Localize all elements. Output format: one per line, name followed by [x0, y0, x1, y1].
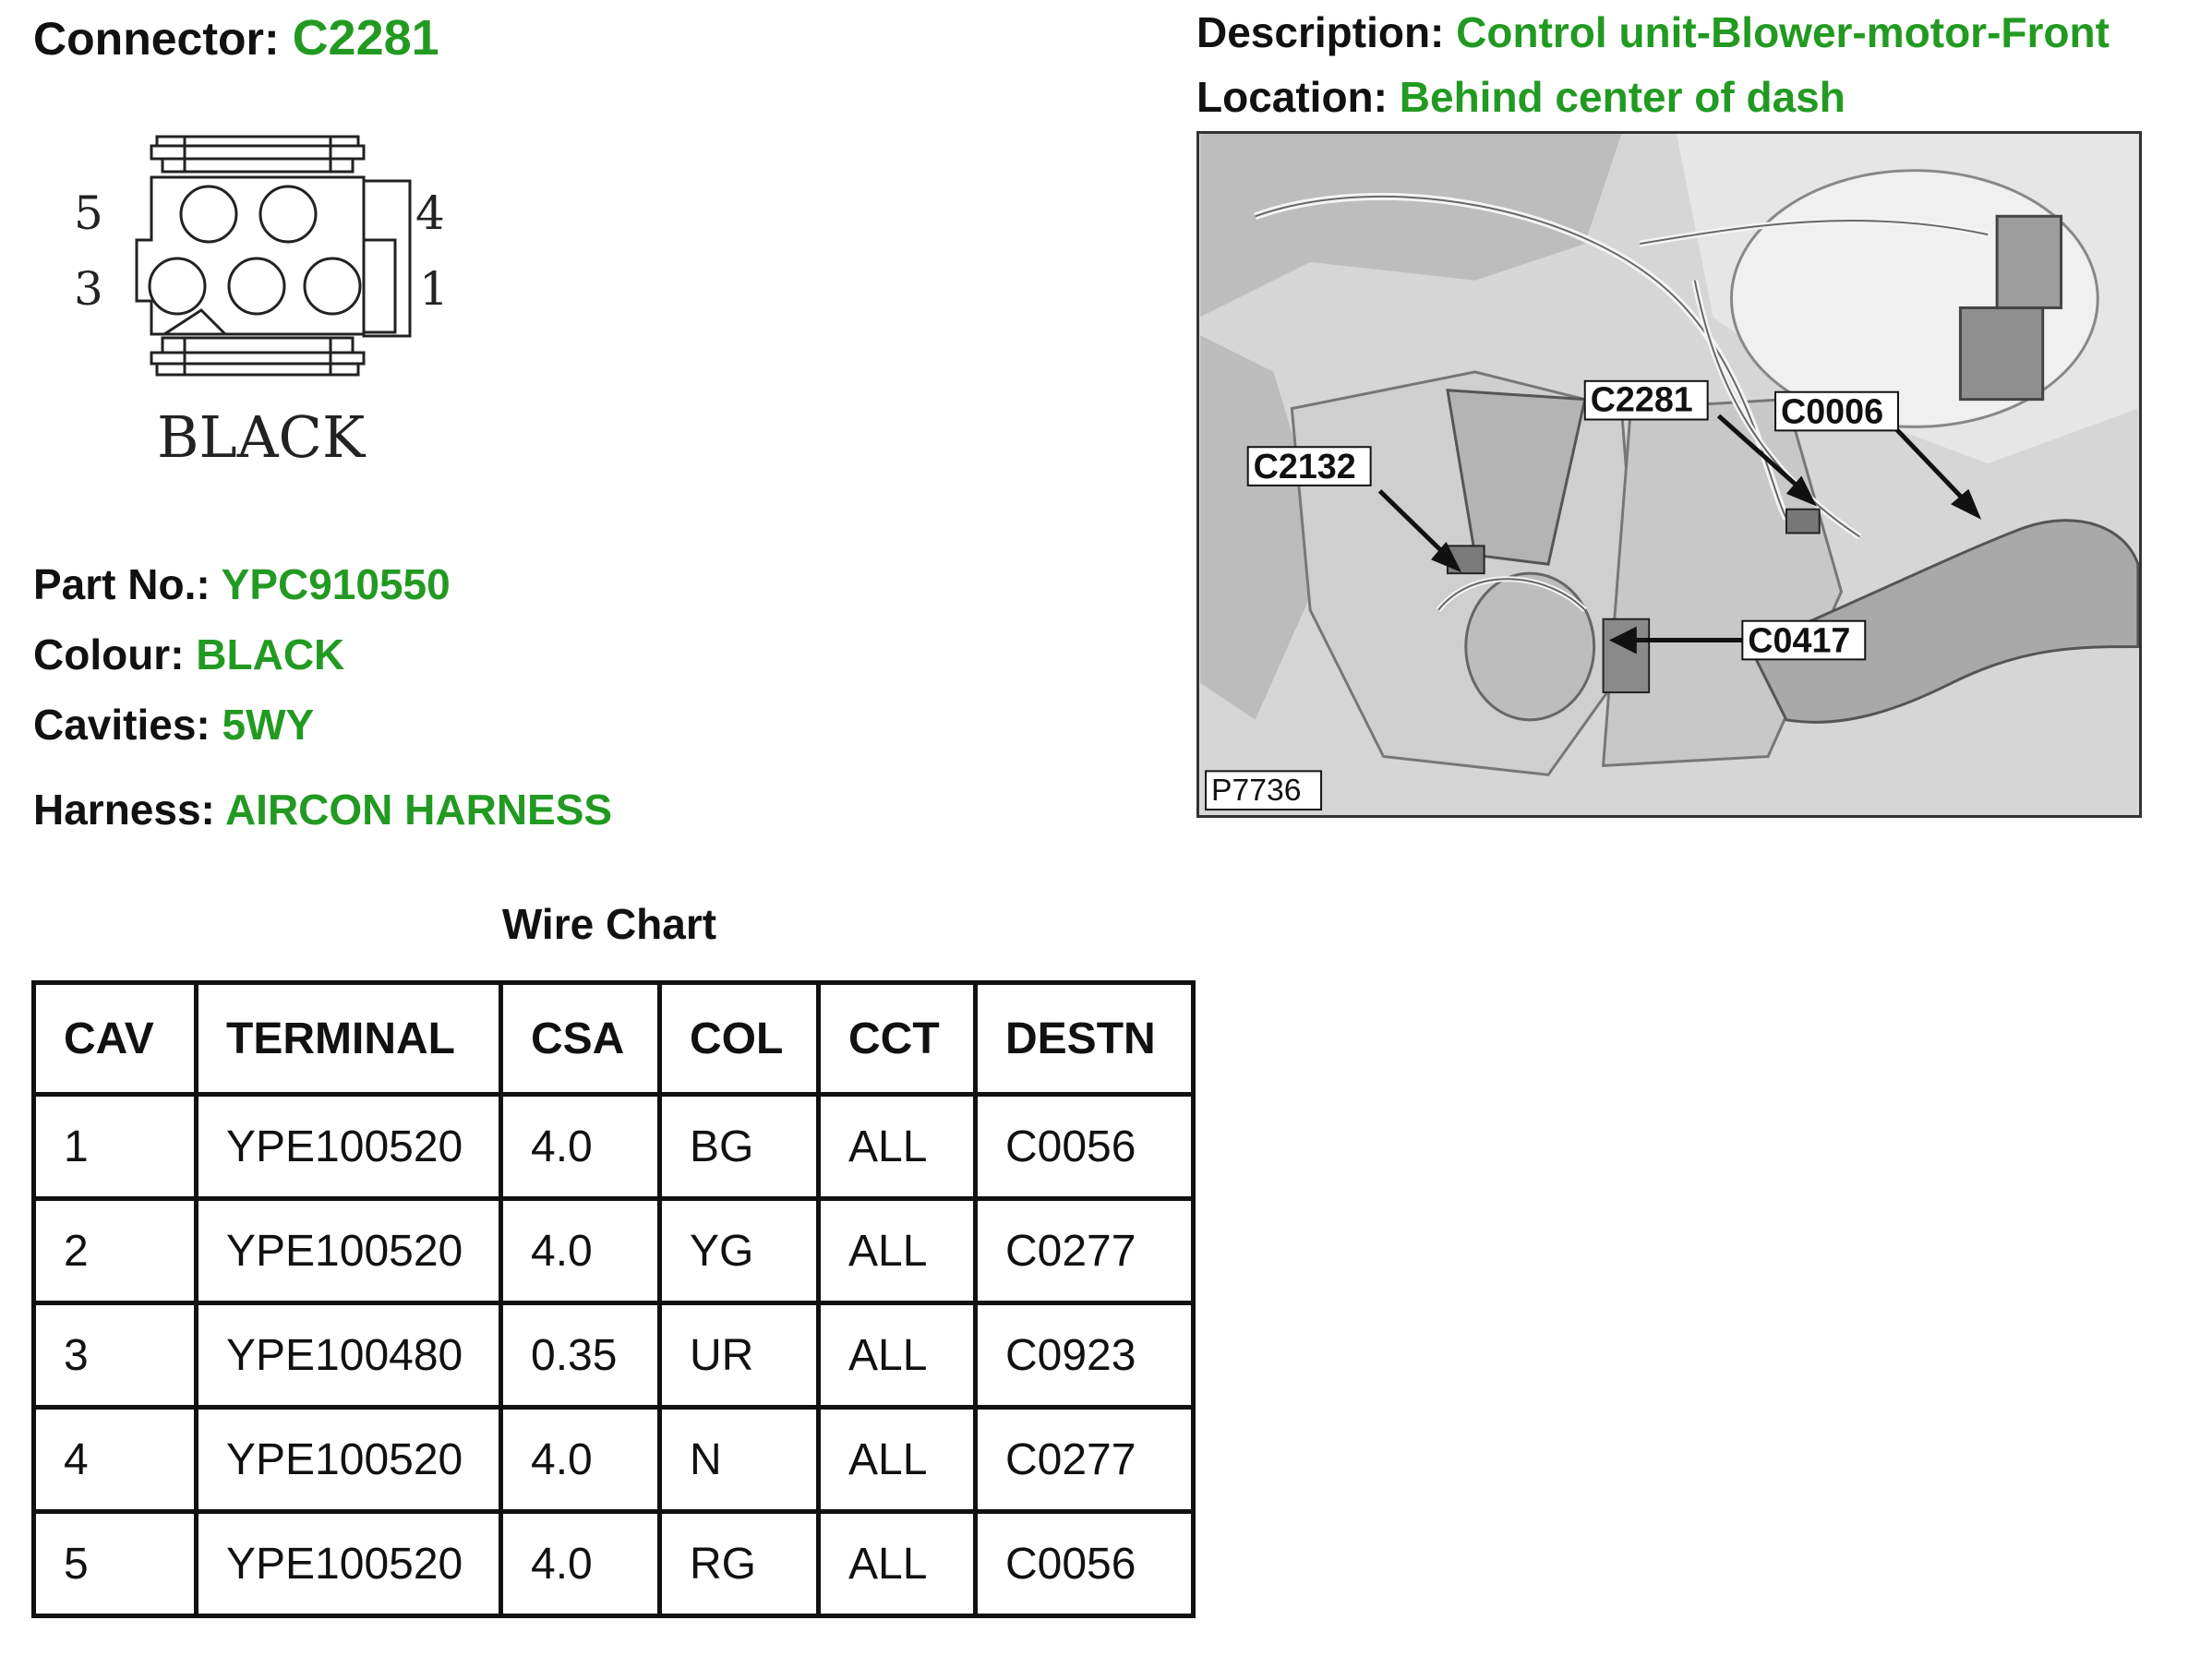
cavities-field: Cavities: 5WY	[33, 703, 314, 746]
cavity-1	[303, 257, 362, 316]
cavities-value: 5WY	[222, 701, 315, 749]
cell-col: UR	[657, 1301, 821, 1410]
header-cct: CCT	[816, 980, 978, 1097]
cell-cav: 3	[31, 1301, 198, 1410]
location-field: Location: Behind center of dash	[1196, 76, 1845, 118]
colour-field: Colour: BLACK	[33, 633, 344, 676]
cell-terminal: YPE100480	[194, 1301, 503, 1410]
colour-value: BLACK	[196, 630, 345, 678]
callout-c2132: C2132	[1254, 447, 1356, 486]
callout-c2281: C2281	[1591, 380, 1693, 419]
photo-reference: P7736	[1211, 773, 1302, 808]
connector-face-diagram: 5 4 3 1 BLACK	[74, 135, 449, 471]
harness-value: AIRCON HARNESS	[224, 786, 613, 834]
header-terminal: TERMINAL	[194, 980, 503, 1097]
cell-destn: C0056	[973, 1509, 1196, 1618]
connector-field: Connector: C2281	[33, 13, 439, 63]
cell-terminal: YPE100520	[194, 1405, 503, 1514]
diagram-color-text: BLACK	[157, 403, 367, 471]
cell-csa: 4.0	[499, 1509, 662, 1618]
cavities-label: Cavities:	[33, 701, 210, 749]
pin-label-1: 1	[419, 262, 449, 316]
part-no-field: Part No.: YPC910550	[33, 563, 451, 606]
location-photo: C2281 C0006 C2132 C0417 P7736	[1196, 131, 2142, 818]
pin-label-5: 5	[74, 186, 103, 240]
description-label: Description:	[1196, 8, 1445, 56]
cell-cav: 2	[31, 1196, 198, 1305]
cavity-2	[227, 257, 286, 316]
table-header-row: CAV TERMINAL CSA COL CCT DESTN	[31, 980, 1196, 1097]
table-row: 4 YPE100520 4.0 N ALL C0277	[31, 1405, 1196, 1514]
cavity-3	[148, 257, 207, 316]
connector-latch-bottom	[161, 336, 355, 354]
connector-body	[135, 175, 397, 336]
pin-label-3: 3	[74, 262, 103, 316]
wire-chart-table: CAV TERMINAL CSA COL CCT DESTN 1 YPE1005…	[31, 980, 1196, 1618]
harness-field: Harness: AIRCON HARNESS	[33, 788, 612, 831]
pin-label-4: 4	[415, 186, 445, 240]
cell-cct: ALL	[816, 1092, 978, 1201]
cell-destn: C0056	[973, 1092, 1196, 1201]
callout-c0006: C0006	[1781, 391, 1883, 430]
harness-label: Harness:	[33, 786, 215, 834]
wire-chart-title: Wire Chart	[501, 900, 717, 948]
cell-cct: ALL	[816, 1196, 978, 1305]
cell-csa: 4.0	[499, 1092, 662, 1201]
cell-csa: 4.0	[499, 1196, 662, 1305]
header-destn: DESTN	[973, 980, 1196, 1097]
cell-col: N	[657, 1405, 821, 1514]
callout-c0417: C0417	[1748, 620, 1850, 659]
part-no-value: YPC910550	[221, 560, 451, 608]
location-label: Location:	[1196, 73, 1388, 121]
cell-terminal: YPE100520	[194, 1509, 503, 1618]
cell-col: YG	[657, 1196, 821, 1305]
description-field: Description: Control unit-Blower-motor-F…	[1196, 11, 2110, 54]
connector-label: Connector:	[33, 13, 280, 65]
cell-destn: C0277	[973, 1405, 1196, 1514]
table-row: 2 YPE100520 4.0 YG ALL C0277	[31, 1196, 1196, 1305]
colour-label: Colour:	[33, 630, 185, 678]
table-row: 5 YPE100520 4.0 RG ALL C0056	[31, 1509, 1196, 1618]
cell-destn: C0923	[973, 1301, 1196, 1410]
cell-cct: ALL	[816, 1509, 978, 1618]
part-no-label: Part No.:	[33, 560, 210, 608]
cell-col: RG	[657, 1509, 821, 1618]
cell-cav: 4	[31, 1405, 198, 1514]
header-cav: CAV	[31, 980, 198, 1097]
cavity-4	[258, 185, 318, 244]
header-csa: CSA	[499, 980, 662, 1097]
location-value: Behind center of dash	[1399, 73, 1845, 121]
connector-value: C2281	[292, 10, 439, 66]
cavity-5	[179, 185, 238, 244]
cell-csa: 4.0	[499, 1405, 662, 1514]
cell-terminal: YPE100520	[194, 1092, 503, 1201]
table-row: 1 YPE100520 4.0 BG ALL C0056	[31, 1092, 1196, 1201]
cell-cav: 1	[31, 1092, 198, 1201]
cell-cav: 5	[31, 1509, 198, 1618]
header-col: COL	[657, 980, 821, 1097]
cell-cct: ALL	[816, 1405, 978, 1514]
cell-destn: C0277	[973, 1196, 1196, 1305]
cell-cct: ALL	[816, 1301, 978, 1410]
table-row: 3 YPE100480 0.35 UR ALL C0923	[31, 1301, 1196, 1410]
description-value: Control unit-Blower-motor-Front	[1456, 8, 2110, 56]
cell-csa: 0.35	[499, 1301, 662, 1410]
cell-terminal: YPE100520	[194, 1196, 503, 1305]
cell-col: BG	[657, 1092, 821, 1201]
